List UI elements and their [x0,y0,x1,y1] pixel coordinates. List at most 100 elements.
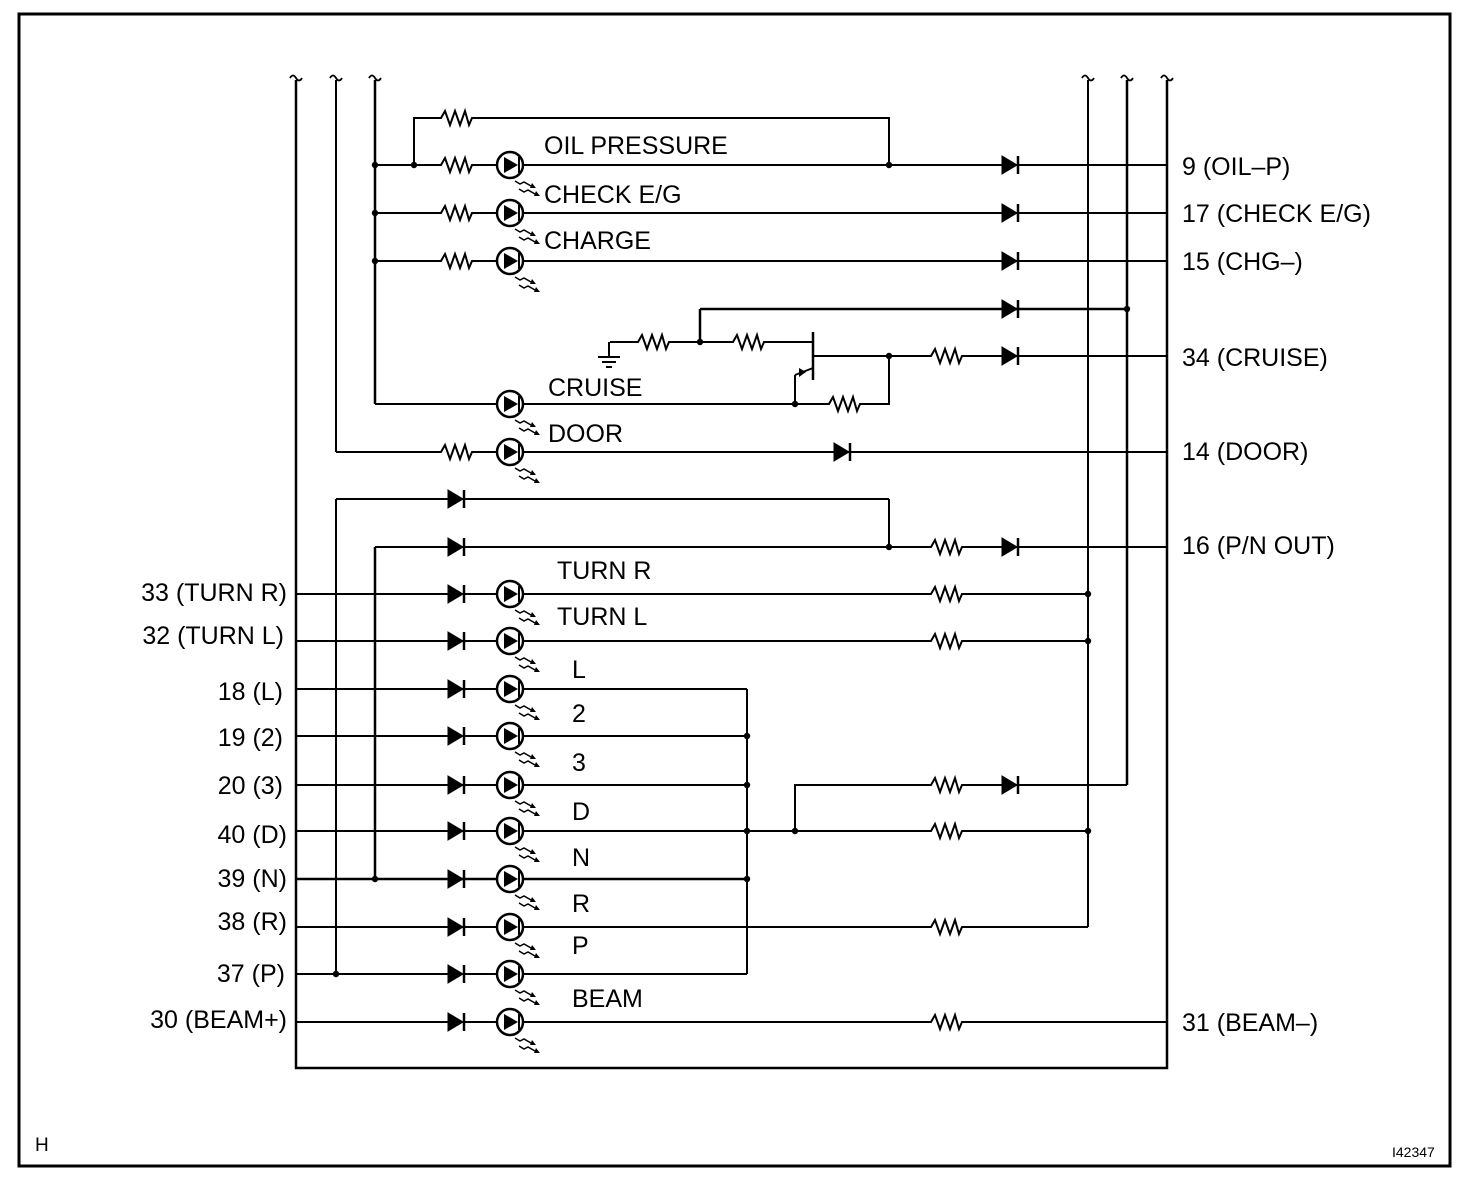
junction-dot [1084,637,1092,645]
junction-dot [371,257,379,265]
junction-dot [885,161,893,169]
led-ray [518,188,536,195]
led-ray-head [534,953,540,958]
indicator-label-turn-r: TURN R [557,557,651,585]
led-ray [518,236,536,243]
diode [1001,203,1020,223]
led-arrow [504,586,518,602]
break-mark [329,74,343,82]
diode [447,584,466,604]
junction-dot [1084,590,1092,598]
led-arrow [504,681,518,697]
indicator-label-r: R [572,890,590,918]
led-arrow [504,1014,518,1030]
right-pin-label: 16 (P/N OUT) [1182,532,1335,560]
led-arrow [504,444,518,460]
led-ray [518,712,536,719]
led-arrow [504,396,518,412]
resistor [436,250,476,271]
right-pin-label: 17 (CHECK E/G) [1182,200,1371,228]
led-ray [514,704,532,711]
transistor-emitter-arrow [799,368,806,377]
led-arrow [504,919,518,935]
wire [413,117,890,165]
led-ray-head [534,239,540,244]
resistor [436,154,476,175]
led-indicator [495,150,540,196]
led-arrow [504,728,518,744]
led-indicator [495,246,540,292]
led-ray-head [534,478,540,483]
junction-dot [1084,827,1092,835]
led-ray [514,751,532,758]
led-ray-head [534,620,540,625]
resistor [926,1011,966,1032]
led-indicator [495,912,540,958]
junction-dot [371,875,379,883]
led-indicator [495,1007,540,1053]
diode-arrow [1001,346,1018,366]
diode [447,869,466,889]
diode [447,726,466,746]
diode [1001,537,1020,557]
led-ray [518,950,536,957]
led-ray-head [534,1000,540,1005]
break-mark [1160,74,1174,82]
led-ray [518,997,536,1004]
diode [447,537,466,557]
resistor [436,441,476,462]
right-pin-label: 31 (BEAM–) [1182,1009,1318,1037]
diode-arrow [447,821,464,841]
led-ray [514,419,532,426]
led-ray-head [530,231,536,236]
led-ray [514,228,532,235]
resistor [633,331,673,352]
break-mark [1120,74,1134,82]
led-ray-head [530,659,536,664]
led-arrow [504,633,518,649]
diode-arrow [447,1012,464,1032]
right-pin-label: 15 (CHG–) [1182,248,1303,276]
led-indicator [495,674,540,720]
led-ray-head [534,905,540,910]
led-arrow [504,777,518,793]
figure-id: I42347 [1392,1144,1435,1160]
junction-dot [371,209,379,217]
break-mark [289,74,303,82]
junction-dot [743,781,751,789]
break-mark [368,74,382,82]
led-ray-head [534,667,540,672]
indicator-label-turn-l: TURN L [557,603,647,631]
led-ray [518,854,536,861]
resistor [926,916,966,937]
corner-letter: H [35,1135,49,1156]
diode [447,821,466,841]
diode-arrow [447,726,464,746]
left-pin-label: 30 (BEAM+) [150,1006,287,1034]
diode-arrow [447,964,464,984]
led-ray [514,1037,532,1044]
diode [1001,299,1020,319]
junction-dot [885,352,893,360]
resistor [926,536,966,557]
led-arrow [504,966,518,982]
diode-arrow [447,537,464,557]
indicator-label-check-eg: CHECK E/G [544,181,682,209]
led-indicator [495,721,540,767]
diode [447,964,466,984]
led-arrow [504,205,518,221]
resistor [926,345,966,366]
indicator-label-n: N [572,844,590,872]
wire [294,80,1169,1070]
resistor [728,331,768,352]
diode [447,631,466,651]
right-pin-label: 34 (CRUISE) [1182,344,1328,372]
led-ray [518,759,536,766]
left-pin-label: 18 (L) [218,678,283,706]
led-indicator [495,626,540,672]
led-ray [518,664,536,671]
junction-dot [332,970,340,978]
diode-arrow [447,584,464,604]
diode [447,489,466,509]
led-indicator [495,959,540,1005]
